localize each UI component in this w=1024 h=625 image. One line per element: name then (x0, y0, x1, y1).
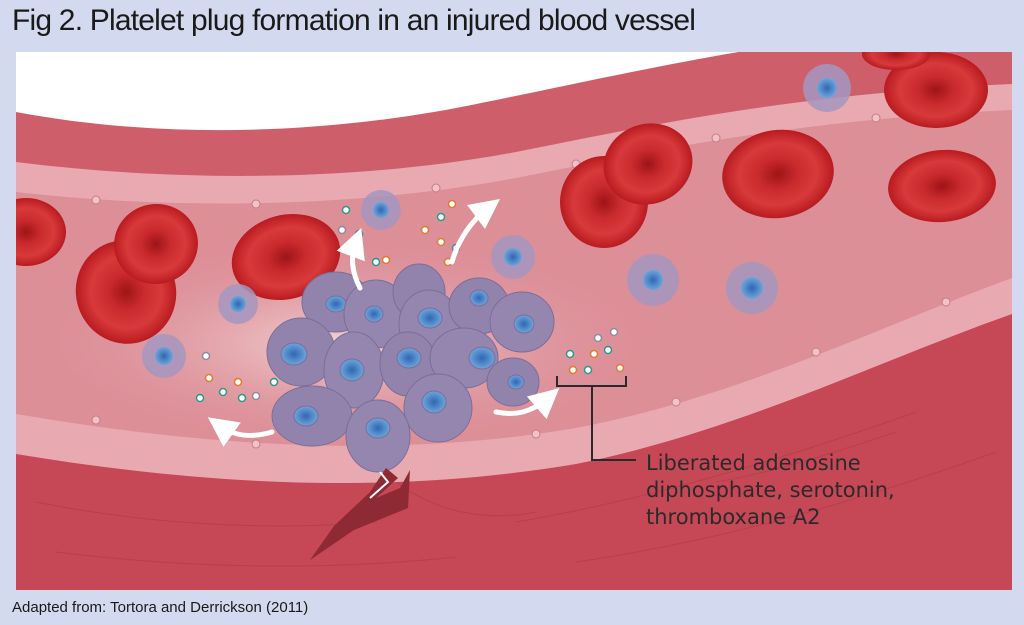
red-blood-cell (722, 129, 834, 219)
platelet (803, 64, 851, 112)
wall-texture (35, 411, 997, 567)
vessel-injury (310, 468, 410, 560)
red-blood-cell (16, 198, 66, 266)
curved-arrow-icon (207, 198, 560, 447)
platelet (726, 262, 778, 314)
vessel-wall-lower (16, 302, 1012, 590)
illustration-panel: Liberated adenosine diphosphate, seroton… (16, 52, 1012, 590)
platelet (491, 235, 535, 279)
callout-line: thromboxane A2 (646, 505, 821, 529)
platelet (142, 334, 186, 378)
platelet (361, 190, 401, 230)
red-blood-cell (231, 214, 341, 300)
red-blood-cell (862, 52, 930, 70)
red-blood-cell (114, 203, 198, 285)
free-platelets (142, 64, 851, 378)
platelet (627, 254, 679, 306)
source-note: Adapted from: Tortora and Derrickson (20… (12, 599, 309, 616)
red-blood-cell (888, 149, 996, 223)
blood-vessel-illustration (16, 52, 1012, 590)
bracket-icon (556, 376, 636, 461)
red-blood-cell (884, 52, 988, 128)
platelet (218, 284, 258, 324)
red-blood-cell (603, 123, 693, 205)
vessel-intima-upper (16, 84, 1012, 206)
endothelial-cells (91, 113, 951, 449)
red-blood-cells (16, 52, 996, 344)
callout-label: Liberated adenosine diphosphate, seroton… (646, 450, 895, 531)
vessel-wall-upper (16, 52, 1012, 196)
platelet-plug (266, 263, 555, 473)
callout-line: diphosphate, serotonin, (646, 478, 895, 502)
figure-title: Fig 2. Platelet plug formation in an inj… (12, 4, 696, 37)
callout-line: Liberated adenosine (646, 451, 861, 475)
